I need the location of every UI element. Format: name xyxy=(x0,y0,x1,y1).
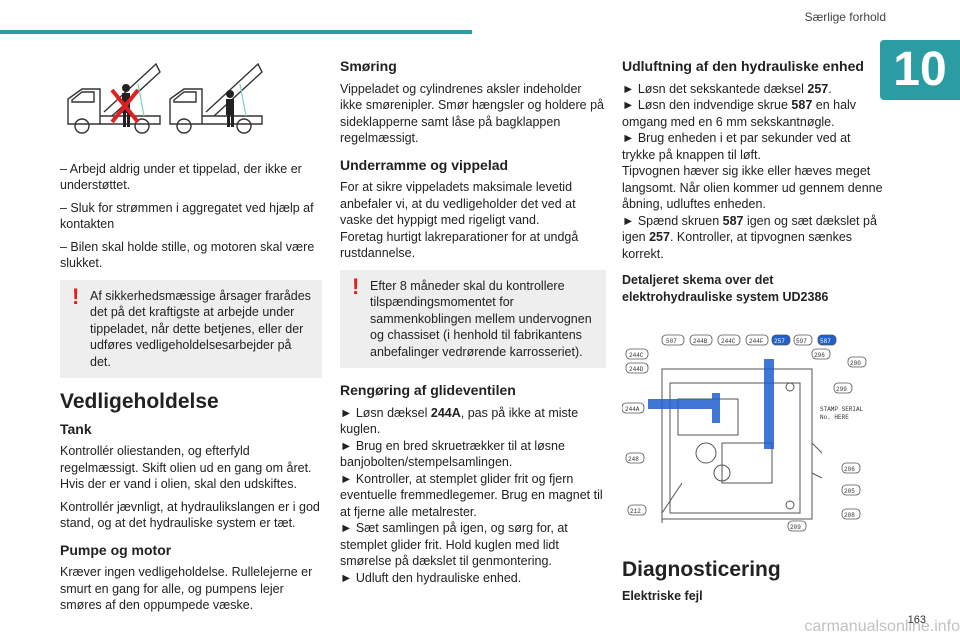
frame-paragraph-2: Foretag hurtigt lakreparationer for at u… xyxy=(340,229,579,261)
svg-text:587: 587 xyxy=(820,338,831,345)
page-number: 163 xyxy=(907,614,926,626)
svg-text:296: 296 xyxy=(814,352,825,359)
bleed-paragraph: Tipvognen hæver sig ikke eller hæves meg… xyxy=(622,164,883,211)
warning-icon: ! xyxy=(72,283,80,309)
hydraulic-schematic: 507 244B 244C 244F 257 597 587 244C 244D… xyxy=(621,334,867,532)
warning-box-1: ! Af sikkerhedsmæssige årsager frarådes … xyxy=(60,279,322,378)
warning-text-2: Efter 8 måneder skal du kontrollere tils… xyxy=(370,278,592,359)
svg-text:244F: 244F xyxy=(749,338,764,345)
tipper-safety-illustration xyxy=(67,62,263,134)
lubrication-paragraph: Vippeladet og cylindrenes aksler indehol… xyxy=(340,81,605,146)
chapter-number: 10 xyxy=(880,40,960,100)
svg-text:205: 205 xyxy=(844,488,855,495)
bleed-step-4: ► Spænd skruen 587 igen og sæt dækslet p… xyxy=(622,213,877,261)
valve-step-5: ► Udluft den hydrauliske enhed. xyxy=(340,570,522,585)
valve-step-1: ► Løsn dæksel 244A, pas på ikke at miste… xyxy=(340,405,579,437)
svg-text:244B: 244B xyxy=(693,338,708,345)
bleed-step-2: ► Løsn den indvendige skrue 587 en halv … xyxy=(622,98,857,129)
bullet-1: – Arbejd aldrig under et tippelad, der i… xyxy=(60,161,302,193)
valve-step-2: ► Brug en bred skruetrækker til at løsne… xyxy=(340,438,565,470)
svg-text:507: 507 xyxy=(666,338,677,345)
valve-step-3: ► Kontroller, at stemplet glider frit og… xyxy=(340,471,603,519)
watermark: carmanualsonline.info xyxy=(804,618,960,635)
svg-text:244C: 244C xyxy=(629,352,644,359)
svg-text:200: 200 xyxy=(850,360,861,367)
column-2: Smøring Vippeladet og cylindrenes aksler… xyxy=(340,54,606,592)
frame-paragraph-1: For at sikre vippeladets maksimale levet… xyxy=(340,180,576,227)
svg-text:STAMP SERIAL: STAMP SERIAL xyxy=(820,406,864,413)
heading-pump-motor: Pumpe og motor xyxy=(60,541,172,558)
heading-diagnostics: Diagnosticering xyxy=(622,557,781,581)
bleed-step-1: ► Løsn det sekskantede dæksel 257. xyxy=(622,81,832,96)
bleed-step-3: ► Brug enheden i et par sekunder ved at … xyxy=(622,131,851,162)
svg-text:212: 212 xyxy=(630,508,641,515)
tank-paragraph-1: Kontrollér oliestanden, og efterfyld reg… xyxy=(60,444,312,491)
heading-valve-cleaning: Rengøring af glideventilen xyxy=(340,382,516,398)
heading-schematic: Detaljeret skema over det elektrohydraul… xyxy=(622,273,829,304)
column-1: – Arbejd aldrig under et tippelad, der i… xyxy=(60,54,322,620)
warning-text-1: Af sikkerhedsmæssige årsager frarådes de… xyxy=(90,288,311,369)
svg-text:208: 208 xyxy=(844,512,855,519)
tank-paragraph-2: Kontrollér jævnligt, at hydraulikslangen… xyxy=(60,499,320,531)
column-3: Udluftning af den hydrauliske enhed ► Lø… xyxy=(621,54,884,609)
svg-text:No. HERE: No. HERE xyxy=(820,414,849,421)
heading-electrical-faults: Elektriske fejl xyxy=(622,589,703,603)
svg-text:597: 597 xyxy=(796,338,807,345)
svg-text:257: 257 xyxy=(774,338,785,345)
svg-text:206: 206 xyxy=(844,466,855,473)
heading-frame: Underramme og vippelad xyxy=(340,156,509,173)
warning-icon: ! xyxy=(352,273,360,299)
section-title: Særlige forhold xyxy=(804,10,886,24)
svg-text:244C: 244C xyxy=(721,338,736,345)
svg-text:299: 299 xyxy=(836,386,847,393)
heading-bleeding: Udluftning af den hydrauliske enhed xyxy=(622,58,864,74)
bullet-2: – Sluk for strømmen i aggregatet ved hjæ… xyxy=(60,200,314,232)
svg-text:244D: 244D xyxy=(629,366,644,373)
heading-maintenance: Vedligeholdelse xyxy=(60,390,219,413)
heading-tank: Tank xyxy=(60,420,92,437)
svg-text:248: 248 xyxy=(628,456,639,463)
warning-box-2: ! Efter 8 måneder skal du kontrollere ti… xyxy=(340,269,606,368)
pump-paragraph: Kræver ingen vedligeholdelse. Rullelejer… xyxy=(60,565,313,612)
svg-text:209: 209 xyxy=(790,524,801,531)
bullet-3: – Bilen skal holde stille, og motoren sk… xyxy=(60,239,315,271)
svg-text:244A: 244A xyxy=(625,406,640,413)
valve-step-4: ► Sæt samlingen på igen, og sørg for, at… xyxy=(340,521,568,568)
header-accent-bar xyxy=(0,30,472,34)
heading-lubrication: Smøring xyxy=(340,58,397,74)
